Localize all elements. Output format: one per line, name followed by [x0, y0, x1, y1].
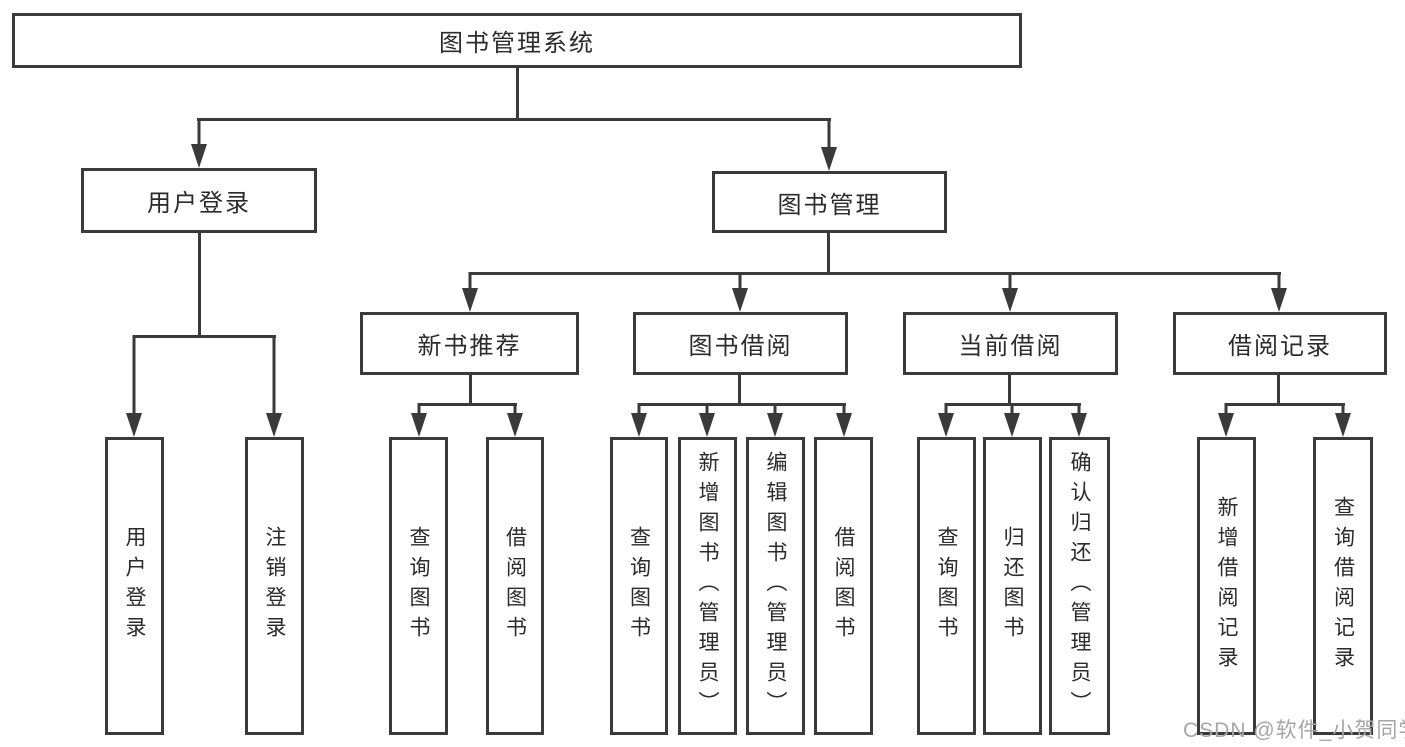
- arrow-down: [191, 118, 207, 168]
- connector-line: [1277, 375, 1280, 405]
- arrow-down: [411, 403, 427, 437]
- arrow-head-icon: [699, 413, 715, 437]
- arrow-down: [938, 403, 954, 437]
- connector-line: [197, 118, 831, 121]
- node-new-book-recommend: 新书推荐: [360, 312, 579, 375]
- arrow-head-icon: [1004, 413, 1020, 437]
- node-v-query-book-3: 查询图书: [917, 437, 976, 735]
- node-v-logout: 注销登录: [245, 437, 304, 735]
- node-v-query-book-1: 查询图书: [389, 437, 448, 735]
- arrow-stem: [468, 272, 472, 290]
- arrow-head-icon: [1071, 413, 1087, 437]
- arrow-stem: [132, 335, 136, 415]
- arrow-down: [1004, 403, 1020, 437]
- arrow-down: [732, 272, 748, 312]
- node-user-login: 用户登录: [81, 168, 317, 233]
- arrow-head-icon: [631, 413, 647, 437]
- arrow-head-icon: [1271, 288, 1287, 312]
- arrow-down: [462, 272, 478, 312]
- arrow-stem: [827, 118, 831, 149]
- arrow-down: [767, 403, 783, 437]
- arrow-stem: [197, 118, 201, 146]
- node-book-borrow: 图书借阅: [633, 312, 848, 375]
- arrow-down: [1002, 272, 1018, 312]
- arrow-head-icon: [821, 147, 837, 171]
- node-v-query-borrow-record: 查询借阅记录: [1313, 437, 1373, 735]
- arrow-head-icon: [732, 288, 748, 312]
- node-v-add-book-admin: 新增图书（管理员）: [678, 437, 737, 735]
- arrow-down: [1071, 403, 1087, 437]
- arrow-head-icon: [266, 413, 282, 437]
- node-book-management: 图书管理: [712, 171, 947, 233]
- arrow-stem: [1008, 272, 1012, 290]
- arrow-head-icon: [191, 144, 207, 168]
- arrow-stem: [773, 403, 777, 415]
- arrow-down: [126, 335, 142, 437]
- node-v-borrow-book-2: 借阅图书: [814, 437, 873, 735]
- connector-line: [198, 233, 201, 337]
- arrow-stem: [1010, 403, 1014, 415]
- arrow-stem: [842, 403, 846, 415]
- node-current-borrow: 当前借阅: [903, 312, 1118, 375]
- arrow-down: [507, 403, 523, 437]
- csdn-watermark: CSDN @软件_小贺同学: [1183, 719, 1405, 742]
- arrow-head-icon: [126, 413, 142, 437]
- arrow-stem: [1224, 403, 1228, 415]
- connector-line: [738, 375, 741, 405]
- node-root: 图书管理系统: [12, 13, 1022, 68]
- connector-line: [469, 272, 1281, 275]
- arrow-down: [631, 403, 647, 437]
- node-v-return-book: 归还图书: [983, 437, 1042, 735]
- arrow-head-icon: [411, 413, 427, 437]
- node-v-borrow-book-1: 借阅图书: [486, 437, 544, 735]
- arrow-down: [1271, 272, 1287, 312]
- node-v-query-book-2: 查询图书: [610, 437, 668, 735]
- arrow-down: [836, 403, 852, 437]
- arrow-stem: [1077, 403, 1081, 415]
- arrow-down: [1335, 403, 1351, 437]
- arrow-down: [699, 403, 715, 437]
- connector-line: [1008, 375, 1011, 405]
- node-v-edit-book-admin: 编辑图书（管理员）: [746, 437, 805, 735]
- arrow-head-icon: [836, 413, 852, 437]
- arrow-head-icon: [767, 413, 783, 437]
- arrow-stem: [738, 272, 742, 290]
- connector-line: [638, 403, 846, 406]
- arrow-head-icon: [462, 288, 478, 312]
- arrow-stem: [944, 403, 948, 415]
- arrow-stem: [1277, 272, 1281, 290]
- arrow-stem: [417, 403, 421, 415]
- arrow-stem: [1341, 403, 1345, 415]
- connector-line: [418, 403, 517, 406]
- arrow-head-icon: [507, 413, 523, 437]
- arrow-head-icon: [1002, 288, 1018, 312]
- connector-line: [133, 335, 276, 338]
- node-v-add-borrow-record: 新增借阅记录: [1197, 437, 1256, 735]
- arrow-down: [266, 335, 282, 437]
- arrow-head-icon: [938, 413, 954, 437]
- arrow-stem: [705, 403, 709, 415]
- node-v-confirm-return-admin: 确认归还（管理员）: [1049, 437, 1110, 735]
- arrow-stem: [513, 403, 517, 415]
- node-v-user-login: 用户登录: [105, 437, 164, 735]
- connector-line: [516, 67, 519, 120]
- connector-line: [469, 375, 472, 405]
- arrow-head-icon: [1335, 413, 1351, 437]
- node-borrow-records: 借阅记录: [1173, 312, 1387, 375]
- arrow-down: [1218, 403, 1234, 437]
- connector-line: [1225, 403, 1345, 406]
- arrow-stem: [272, 335, 276, 415]
- arrow-head-icon: [1218, 413, 1234, 437]
- arrow-down: [821, 118, 837, 171]
- arrow-stem: [637, 403, 641, 415]
- connector-line: [827, 233, 830, 274]
